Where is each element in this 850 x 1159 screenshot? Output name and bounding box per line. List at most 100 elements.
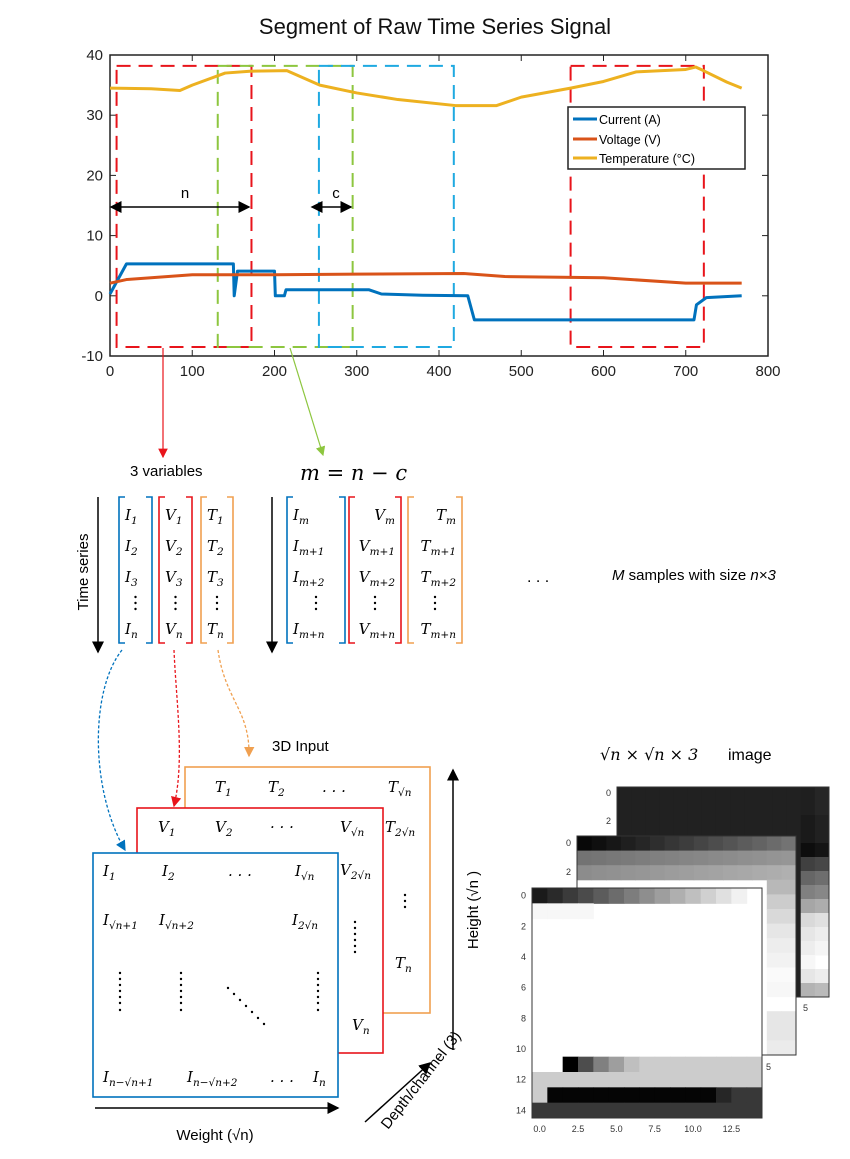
matrix-entry: V2 [165,537,183,558]
image-y-tick: 10 [516,1044,526,1054]
symbol: T [207,506,218,524]
vdot [134,595,137,599]
subscript: n−√n+2 [193,1077,238,1089]
diag-dot [232,992,236,996]
back-image-y-tick: 2 [606,816,611,826]
symbol: I [102,862,110,880]
voltage-to-input-arrow [171,649,182,808]
diag-dot [244,1004,248,1008]
time-series-label: Time series [75,534,92,611]
matrix-entry: T√n [388,778,412,799]
subscript: n [131,629,138,641]
current-to-input-arrow [97,649,126,852]
symbol: V [158,818,171,836]
x-tick-label: 100 [180,363,205,380]
vdot [373,595,377,599]
subscript: 2√n [350,870,371,882]
matrix-entry: I√n [294,862,315,883]
symbol: V [359,620,372,638]
subscript: n [363,1025,370,1037]
y-tick-label: -10 [81,348,103,365]
matrix-window-m: ImIm+1Im+2Im+nVmVm+1Vm+2Vm+nTmTm+1Tm+2Tm… [286,496,463,644]
diag-dot [262,1022,266,1026]
subscript: n [217,629,224,641]
bracket-right [456,496,463,644]
matrix-entry: Im [292,506,309,527]
vdot [134,607,137,611]
symbol: T [207,537,218,555]
subscript: 1 [225,787,232,799]
symbol: V [359,537,372,555]
green-window-arrow [289,347,326,457]
symbol: V [215,818,228,836]
image-y-tick: 6 [521,983,526,993]
m-equation: m = n − c [300,461,407,485]
row-dots: . . . [228,862,252,880]
image-x-tick: 5.0 [610,1124,623,1134]
vdot [118,983,122,987]
symbol: I [186,1068,194,1086]
subscript: m+2 [299,577,325,589]
subscript: m+n [299,629,325,641]
subscript: 1 [169,827,176,839]
vdot [314,595,318,599]
matrix-entry: Tm [436,506,456,527]
vdot [134,601,137,605]
vdot [215,601,219,605]
image-title-word: image [728,747,772,764]
vdot [353,932,357,936]
x-tick-label: 400 [426,363,451,380]
subscript: √n [301,871,315,883]
symbol: I [124,506,132,524]
symbol: V [165,620,178,638]
subscript: 1 [109,871,116,883]
image-y-tick: 8 [521,1013,526,1023]
subscript: 2 [216,546,224,558]
matrix-entry: V1 [165,506,183,527]
vdot [433,607,437,611]
symbol: I [124,568,132,586]
samples-size: n×3 [750,567,776,584]
matrix-entry: T2 [207,537,224,558]
vdot [316,983,320,987]
bracket-right [186,496,193,644]
matrix-entry: Vm+n [359,620,396,641]
subscript: m+1 [431,546,456,558]
matrix-entry: In [124,620,138,641]
vdot [174,601,177,605]
subscript: n [319,1077,326,1089]
bracket-right [146,496,153,644]
symbol: I [292,620,300,638]
image-x-tick: 2.5 [572,1124,585,1134]
vdot [179,983,183,987]
symbol: T [385,818,396,836]
image-y-tick: 4 [521,952,526,962]
subscript: m [385,515,395,527]
symbol: I [292,568,300,586]
matrix-entry: V√n [340,818,365,839]
y-tick-label: 40 [86,47,103,64]
weight-label: Weight (√n) [176,1127,253,1144]
vdot [433,601,437,605]
symbol: V [340,861,353,879]
plot-area [109,54,769,357]
matrix-entry: In−√n+1 [102,1068,153,1089]
diag-dot [250,1010,254,1014]
vdot [118,1001,122,1005]
back-image-x-tick: 5 [803,1003,808,1013]
matrix-entry: Tm+n [420,620,456,641]
vdot [316,971,320,975]
matrix-entry: Vm+1 [359,537,395,558]
vdot [174,607,177,611]
bracket-right [227,496,234,644]
subscript: 3 [176,577,183,589]
subscript: m+n [430,629,456,641]
vdot [215,595,219,599]
matrix-entry: I1 [102,862,116,883]
subscript: 2√n [394,827,415,839]
image-title-math: √n × √n × 3 [600,745,698,764]
subscript: m+1 [299,546,324,558]
symbol: V [165,537,178,555]
symbol: T [421,537,432,555]
